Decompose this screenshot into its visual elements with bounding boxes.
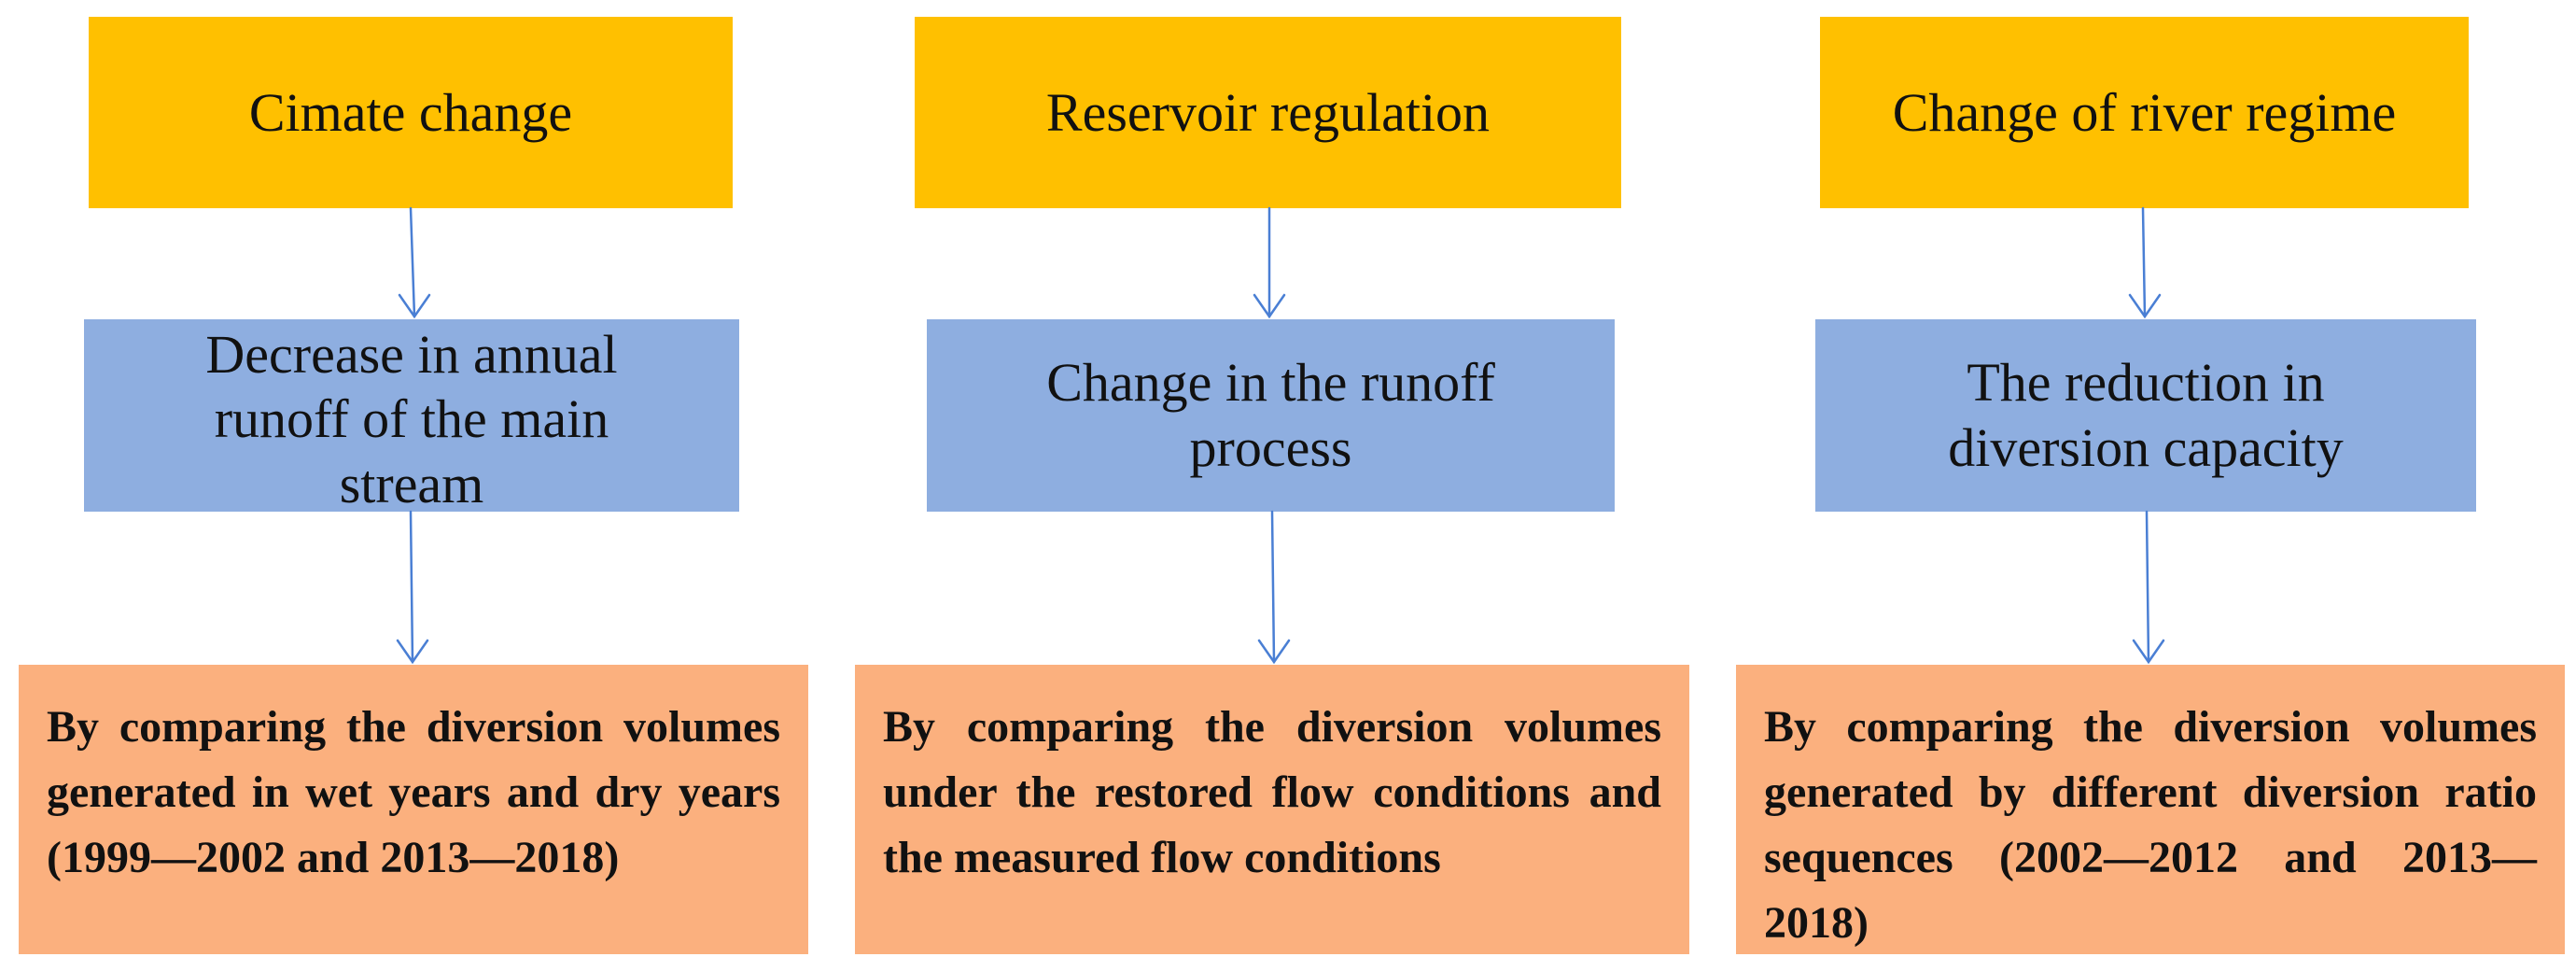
effect-label: The reduction in diversion capacity: [1948, 352, 2344, 478]
cause-box-climate-change: Cimate change: [89, 17, 733, 208]
arrow-effect-to-method-1: [396, 510, 429, 665]
method-box-wet-dry-years: By comparing the diversion volumes gener…: [19, 665, 808, 954]
effect-label: Change in the runoff process: [1046, 352, 1495, 478]
arrow-cause-to-effect-2: [1253, 206, 1286, 319]
method-text: By comparing the diversion volumes under…: [883, 702, 1661, 882]
cause-label: Change of river regime: [1892, 82, 2397, 143]
effect-box-annual-runoff: Decrease in annual runoff of the main st…: [84, 319, 739, 514]
method-text: By comparing the diversion volumes gener…: [47, 702, 780, 882]
arrow-cause-to-effect-3: [2128, 206, 2162, 319]
method-box-diversion-ratio: By comparing the diversion volumes gener…: [1736, 665, 2565, 954]
cause-label: Cimate change: [248, 82, 573, 143]
cause-box-river-regime: Change of river regime: [1820, 17, 2469, 208]
cause-box-reservoir-regulation: Reservoir regulation: [915, 17, 1621, 208]
method-text: By comparing the diversion volumes gener…: [1764, 702, 2537, 948]
effect-box-diversion-capacity: The reduction in diversion capacity: [1815, 319, 2476, 512]
arrow-effect-to-method-2: [1257, 510, 1291, 665]
arrow-cause-to-effect-1: [398, 206, 431, 319]
effect-label: Decrease in annual runoff of the main st…: [205, 323, 618, 514]
method-box-restored-flow: By comparing the diversion volumes under…: [855, 665, 1689, 954]
cause-label: Reservoir regulation: [1045, 82, 1491, 143]
arrow-effect-to-method-3: [2132, 510, 2165, 665]
effect-box-runoff-process: Change in the runoff process: [927, 319, 1615, 512]
